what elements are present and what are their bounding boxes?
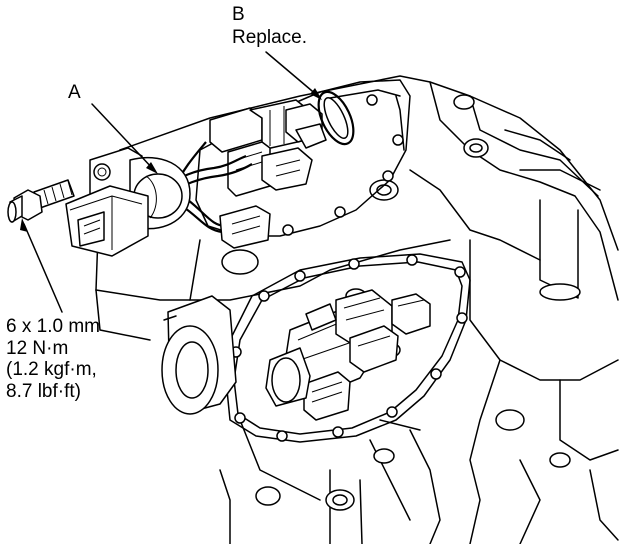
servo-housing — [161, 295, 237, 415]
callout-b-label: B — [232, 4, 245, 25]
leader-lines — [20, 51, 322, 313]
bolt-size-text: 6 x 1.0 mm — [6, 316, 100, 337]
mounting-bolt — [7, 179, 75, 223]
upper-solenoid-assembly — [209, 99, 327, 197]
speed-sensor — [65, 147, 191, 257]
harness-connector — [219, 205, 271, 249]
upper-flange — [195, 79, 411, 237]
bolt-torque-kgfm-text: (1.2 kgf·m, — [6, 359, 97, 380]
gasket-flange — [225, 253, 471, 443]
bolt-torque-lbfft-text: 8.7 lbf·ft) — [6, 380, 81, 402]
gasket-bolt-holes — [230, 254, 468, 442]
lower-solenoid-assembly — [265, 289, 431, 421]
callout-a-label: A — [68, 82, 81, 103]
transmission-case — [95, 75, 619, 544]
callout-b-note: Replace. — [232, 27, 307, 48]
bolt-spec-block: 6 x 1.0 mm 12 N·m (1.2 kgf·m, 8.7 lbf·ft… — [6, 316, 100, 402]
o-ring — [317, 90, 355, 146]
bolt-torque-nm-text: 12 N·m — [6, 337, 69, 359]
